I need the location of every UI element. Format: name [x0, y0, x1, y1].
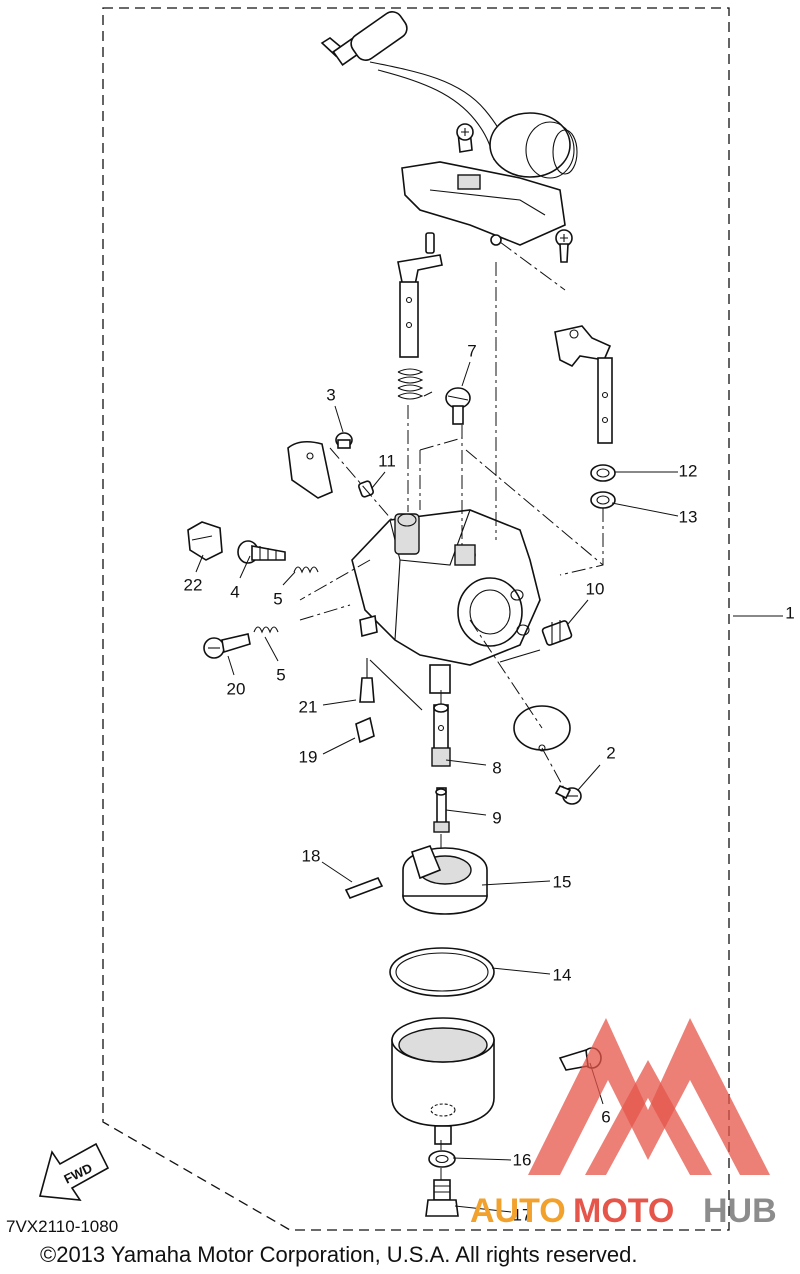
- spring-5-upper: [293, 566, 319, 574]
- callout-leader-5: [264, 636, 279, 662]
- lever-22: [187, 521, 223, 561]
- main-jet-9: [433, 787, 450, 833]
- callout-leader-10: [567, 599, 589, 625]
- cover-plate: [287, 432, 353, 499]
- callout-number-12: 12: [679, 461, 698, 480]
- callout-number-2: 2: [606, 743, 615, 762]
- callout-leader-5: [282, 571, 296, 586]
- callout-number-1: 1: [785, 603, 794, 622]
- watermark-text-auto: AUTO: [470, 1192, 566, 1230]
- callout-number-4: 4: [230, 582, 239, 601]
- callout-number-3: 3: [326, 385, 335, 404]
- callout-number-14: 14: [553, 965, 572, 984]
- choke-solenoid-assembly: [320, 11, 578, 263]
- callout-leader-15: [481, 880, 551, 886]
- copyright-notice: ©2013 Yamaha Motor Corporation, U.S.A. A…: [40, 1242, 637, 1267]
- carburetor-body: [351, 509, 541, 694]
- callout-number-11: 11: [378, 451, 396, 470]
- callout-leader-13: [611, 502, 679, 517]
- callout-leader-2: [577, 764, 601, 791]
- callout-leader-3: [334, 405, 344, 433]
- callout-leader-17: [454, 1205, 512, 1213]
- watermark-text-hub: HUB: [703, 1192, 777, 1230]
- callout-leader-20: [227, 655, 235, 676]
- callout-number-10: 10: [586, 579, 605, 598]
- callout-leader-18: [321, 861, 353, 883]
- callout-number-5: 5: [276, 665, 285, 684]
- automotohub-watermark: AUTO MOTO HUB: [470, 1018, 777, 1230]
- float-pin: [344, 876, 384, 900]
- watermark-text-moto: MOTO: [573, 1192, 674, 1230]
- diaphragm-plate: [513, 705, 582, 805]
- clip-19: [355, 716, 375, 744]
- float-bowl: [391, 1017, 495, 1145]
- seal-12: [590, 464, 616, 482]
- callout-leader-11: [371, 471, 386, 489]
- callout-number-6: 6: [601, 1107, 610, 1126]
- callout-leader-22: [195, 554, 204, 573]
- callout-leader-21: [322, 699, 357, 706]
- callout-leader-16: [452, 1157, 512, 1161]
- callout-number-9: 9: [492, 808, 501, 827]
- watermark-triangle-outer: [528, 1018, 770, 1175]
- assembly-boundary: [102, 7, 730, 1231]
- throttle-spring: [397, 368, 433, 400]
- callout-number-21: 21: [299, 697, 318, 716]
- callout-number-5: 5: [273, 589, 282, 608]
- callout-number-7: 7: [467, 341, 476, 360]
- callout-number-19: 19: [299, 747, 318, 766]
- throttle-shaft: [397, 232, 443, 358]
- callout-leader-19: [322, 737, 356, 755]
- callout-number-17: 17: [513, 1205, 532, 1224]
- callout-number-8: 8: [492, 758, 501, 777]
- gasket-14: [389, 947, 495, 997]
- washer-16: [428, 1150, 456, 1168]
- fwd-arrow: FWD: [38, 1142, 110, 1201]
- callout-leader-9: [445, 809, 487, 816]
- callout-leader-4: [239, 555, 251, 579]
- callout-leader-14: [491, 967, 551, 975]
- callout-number-22: 22: [184, 575, 203, 594]
- callout-number-20: 20: [227, 679, 246, 698]
- fitting-10: [541, 620, 573, 646]
- drain-bolt-17: [425, 1179, 459, 1217]
- choke-shaft: [554, 325, 613, 444]
- watermark-triangle-inner: [585, 1060, 712, 1175]
- seal-13: [590, 491, 616, 509]
- callout-number-16: 16: [513, 1150, 532, 1169]
- needle-21: [359, 672, 375, 703]
- alignment-lines: [299, 241, 604, 1180]
- jet-11: [358, 480, 374, 498]
- throttle-screw-20: [203, 633, 251, 659]
- callout-leader-7: [461, 361, 471, 387]
- callout-number-13: 13: [679, 507, 698, 526]
- pilot-screw: [237, 540, 286, 564]
- float-15: [402, 845, 488, 915]
- callout-number-15: 15: [553, 872, 572, 891]
- callout-leader-8: [445, 759, 487, 766]
- part-code: 7VX2110-1080: [6, 1217, 118, 1236]
- callout-number-18: 18: [302, 846, 321, 865]
- spring-5-lower: [253, 626, 279, 634]
- main-nozzle-8: [431, 703, 451, 767]
- throttle-stop-screw: [445, 387, 471, 425]
